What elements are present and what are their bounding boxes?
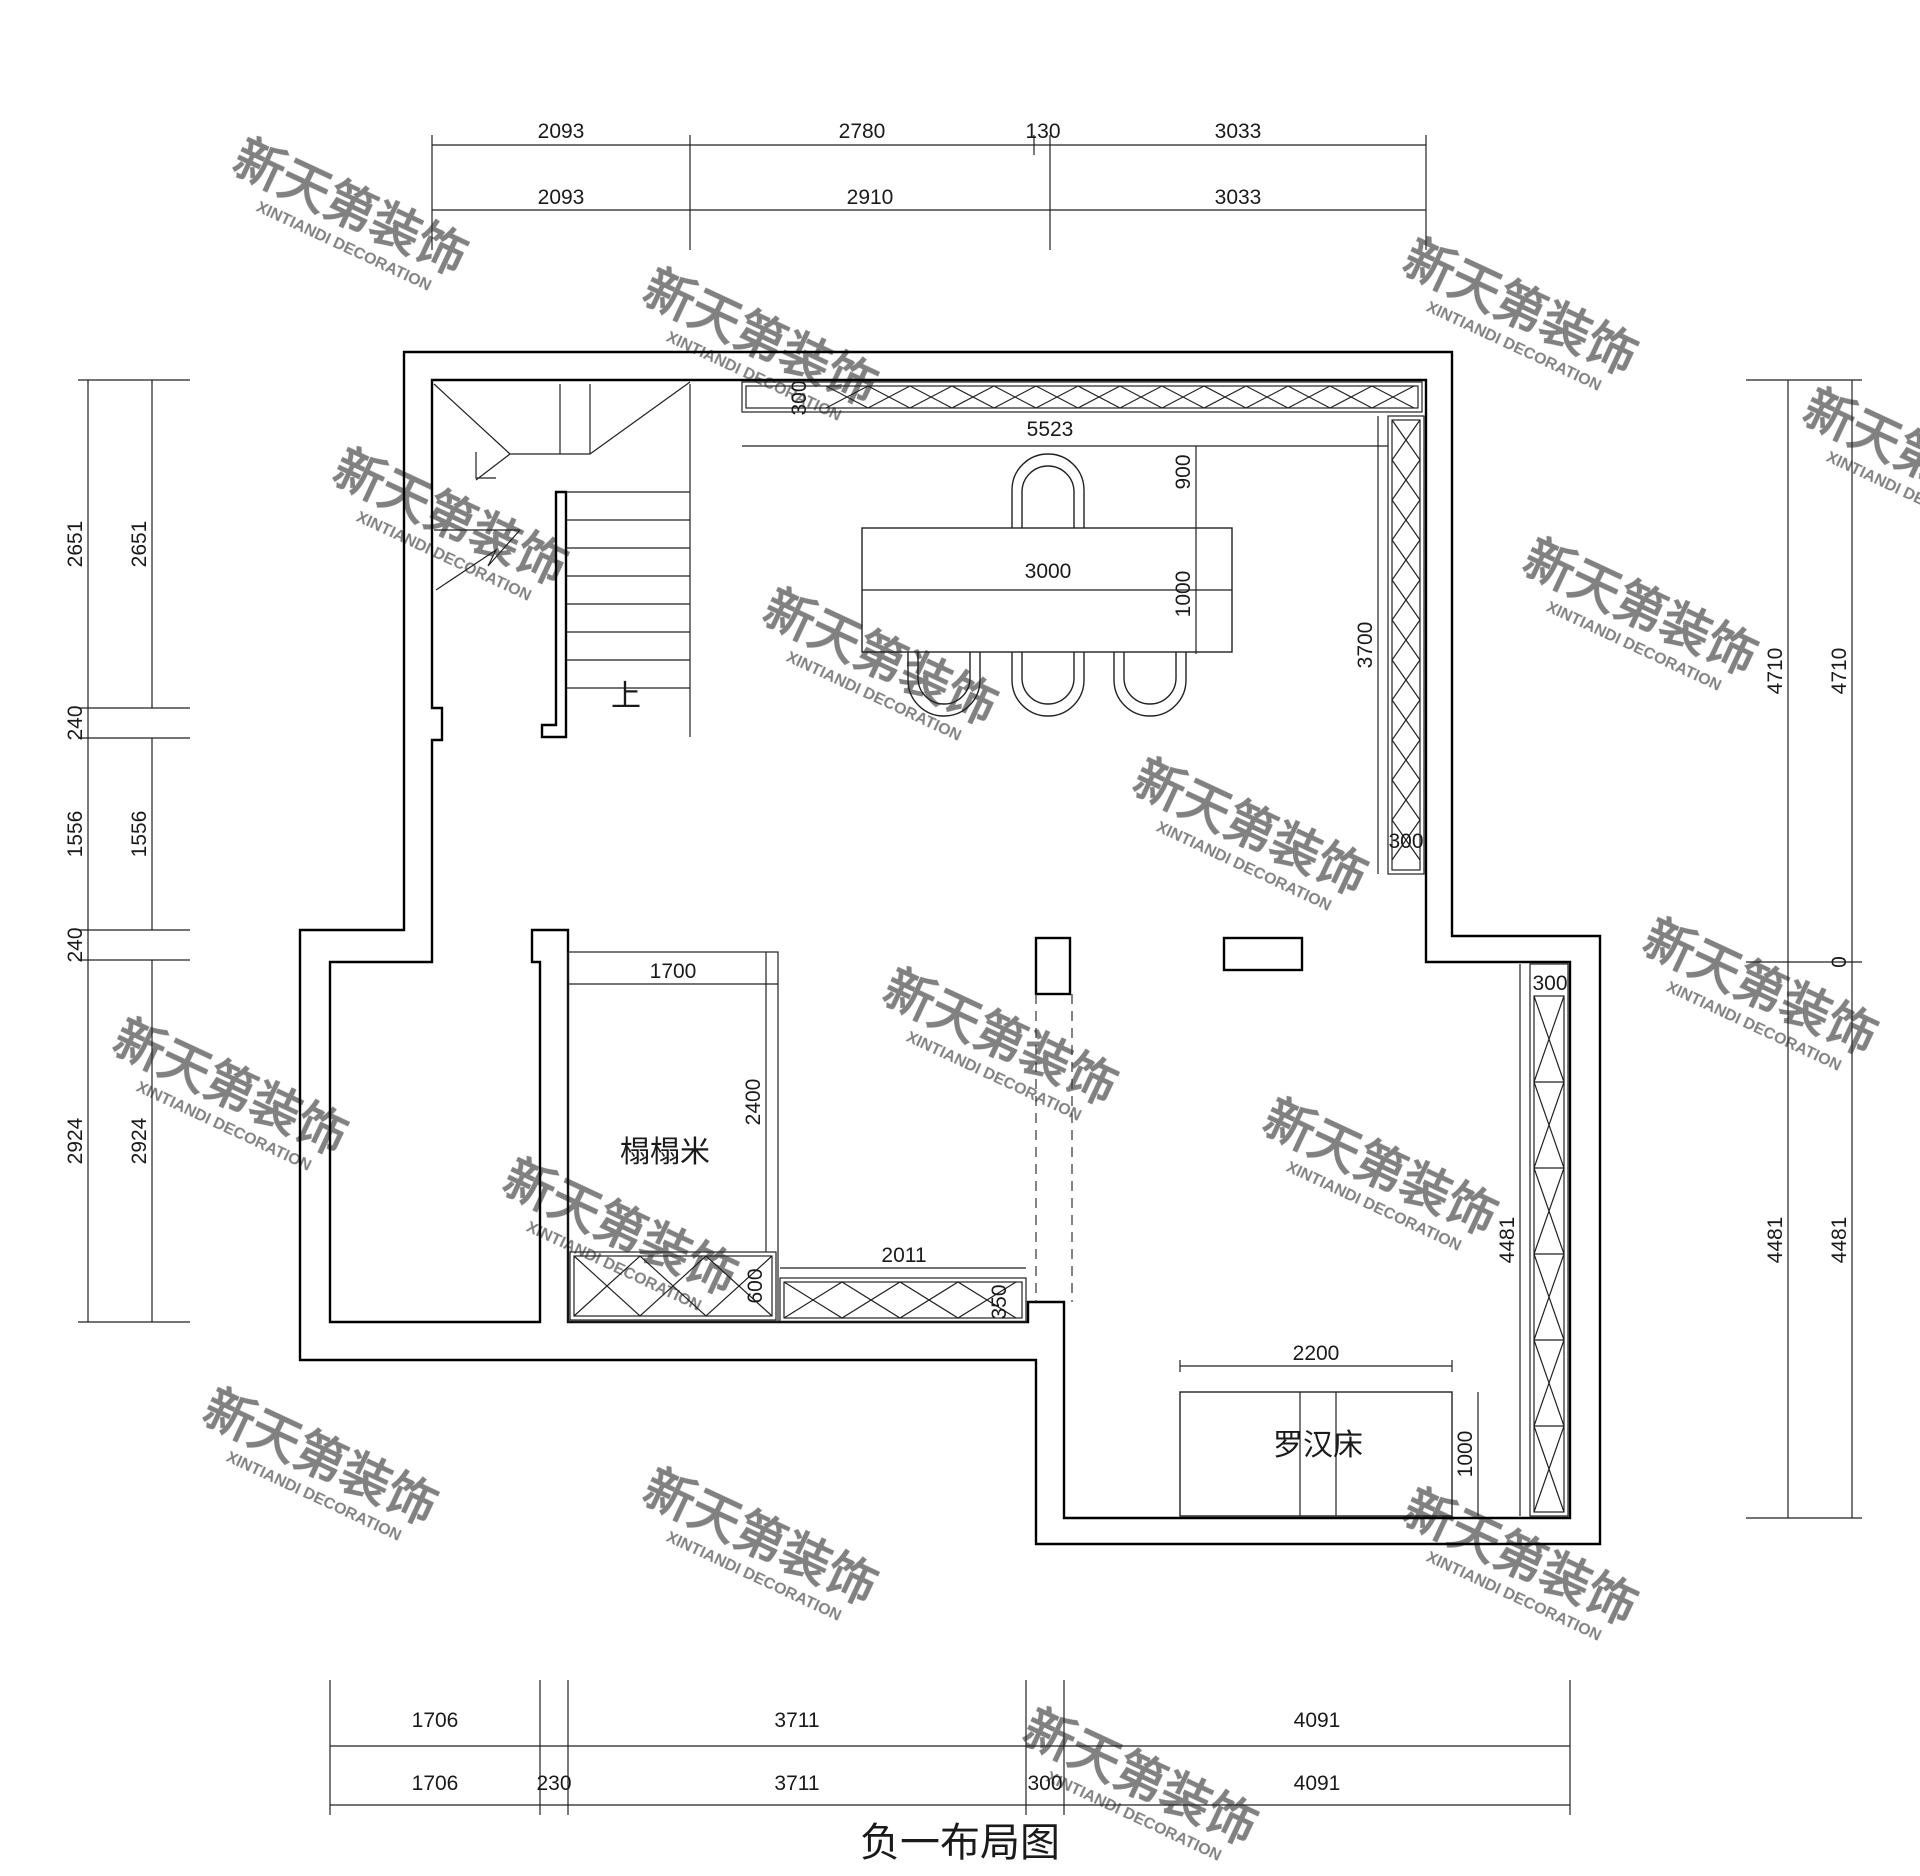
- page-title: 负一布局图: [860, 1821, 1060, 1865]
- dim-bottom2-4: 300: [1027, 1772, 1062, 1795]
- stair-wall: [540, 490, 568, 739]
- dim-cabinet-600: 600: [744, 1268, 767, 1303]
- dim-top2-3: 3033: [1215, 186, 1262, 209]
- dim-table-length: 3000: [1025, 560, 1072, 583]
- walls: [298, 350, 1602, 1546]
- dining-set: 900 3000 1000: [861, 446, 1233, 717]
- dim-lower-cabinet-depth: 300: [1532, 972, 1567, 995]
- luohan-bed: 2200 1000 罗汉床: [1179, 1342, 1479, 1517]
- watermark: 新天第装饰 XINTIANDI DECORATION: [495, 1149, 745, 1315]
- inner-wall-main: [328, 378, 1572, 1520]
- watermark: 新天第装饰 XINTIANDI DECORATION: [1795, 379, 1920, 545]
- dim-lower-cabinet-length: 4481: [1496, 1217, 1519, 1264]
- watermark: 新天第装饰 XINTIANDI DECORATION: [635, 259, 885, 425]
- chair-bottom-1: [907, 652, 981, 717]
- watermark: 新天第装饰 XINTIANDI DECORATION: [325, 439, 575, 605]
- room-luohan-bed: 罗汉床: [1273, 1429, 1363, 1462]
- dim-bottom-3: 4091: [1294, 1709, 1341, 1732]
- top-dimension-chain: 2093 2780 130 3033 2093 2910 3033: [431, 120, 1427, 250]
- dim-bottom2-3: 3711: [774, 1772, 819, 1795]
- dim-left-4: 240: [64, 927, 87, 962]
- dim-right-2: 0: [1828, 956, 1851, 968]
- staircase: 上: [433, 381, 691, 737]
- watermark: 新天第装饰 XINTIANDI DECORATION: [195, 1379, 445, 1545]
- dim-left2-1: 2651: [128, 521, 151, 568]
- outer-wall: [298, 350, 1602, 1546]
- dim-bottom2-5: 4091: [1294, 1772, 1341, 1795]
- top-cabinet: 300 5523: [741, 380, 1423, 447]
- watermark: 新天第装饰 XINTIANDI DECORATION: [1515, 529, 1765, 695]
- dim-top-2: 2780: [839, 120, 886, 143]
- dim-right-3: 4481: [1764, 1217, 1787, 1264]
- dim-top-4: 3033: [1215, 120, 1262, 143]
- dim-top-3: 130: [1025, 120, 1060, 143]
- tatami-area: 1700 2400 榻榻米 600: [567, 951, 779, 1323]
- room-tatami: 榻榻米: [620, 1136, 710, 1169]
- dim-top2-2: 2910: [847, 186, 894, 209]
- watermark: 新天第装饰 XINTIANDI DECORATION: [755, 579, 1005, 745]
- dim-low-cabinet-length: 2011: [881, 1244, 926, 1267]
- left-dimension-chain: 2651 240 1556 240 2924 2651 1556 2924: [64, 379, 190, 1323]
- dim-top2-1: 2093: [538, 186, 585, 209]
- dim-bottom2-2: 230: [536, 1772, 571, 1795]
- chair-top: [1011, 453, 1085, 528]
- watermark: 新天第装饰 XINTIANDI DECORATION: [635, 1459, 885, 1625]
- dim-tatami-length: 2400: [742, 1079, 765, 1126]
- stair-up-label: 上: [611, 680, 641, 713]
- right-upper-cabinet: 3700 300: [1354, 415, 1425, 875]
- dim-left-5: 2924: [64, 1117, 87, 1164]
- dim-table-clearance: 900: [1172, 454, 1195, 489]
- bottom-dimension-chain: 1706 3711 4091 1706 230 3711 300 4091: [329, 1680, 1571, 1815]
- dim-left2-3: 2924: [128, 1117, 151, 1164]
- dim-tatami-width: 1700: [650, 960, 697, 983]
- watermark: 新天第装饰 XINTIANDI DECORATION: [1635, 909, 1885, 1075]
- dim-right2-2: 4481: [1828, 1217, 1851, 1264]
- watermark: 新天第装饰 XINTIANDI DECORATION: [225, 129, 475, 295]
- right-dimension-chain: 4710 0 4481 4710 4481: [1746, 379, 1862, 1519]
- low-cabinet: 2011 350: [779, 1244, 1027, 1323]
- dim-top-cabinet-depth: 300: [788, 380, 811, 415]
- watermark: 新天第装饰 XINTIANDI DECORATION: [1125, 749, 1375, 915]
- watermark: 新天第装饰 XINTIANDI DECORATION: [1395, 1479, 1645, 1645]
- dim-bottom-2: 3711: [774, 1709, 819, 1732]
- dim-left-2: 240: [64, 705, 87, 740]
- dim-right-1: 4710: [1764, 648, 1787, 695]
- watermark: 新天第装饰 XINTIANDI DECORATION: [1395, 229, 1645, 395]
- watermark: 新天第装饰 XINTIANDI DECORATION: [1255, 1089, 1505, 1255]
- dim-left2-2: 1556: [128, 811, 151, 858]
- dim-bottom-1: 1706: [412, 1709, 459, 1732]
- watermark-brand: 新天第装饰: [1795, 379, 1920, 535]
- chair-bottom-2: [1011, 652, 1085, 717]
- dim-top-1: 2093: [538, 120, 585, 143]
- dim-right-cabinet-length: 3700: [1354, 622, 1377, 669]
- column-right: [1222, 936, 1304, 972]
- dim-right2-1: 4710: [1828, 648, 1851, 695]
- dim-left-3: 1556: [64, 811, 87, 858]
- dim-right-cabinet-depth: 300: [1388, 830, 1423, 853]
- watermark: 新天第装饰 XINTIANDI DECORATION: [875, 959, 1125, 1125]
- dim-table-width: 1000: [1172, 571, 1195, 618]
- dim-left-1: 2651: [64, 521, 87, 568]
- watermark-layer: 新天第装饰 XINTIANDI DECORATION 新天第装饰 XINTIAN…: [105, 129, 1920, 1865]
- dim-bed-width: 1000: [1454, 1431, 1477, 1478]
- dim-top-cabinet-length: 5523: [1027, 418, 1074, 441]
- dim-low-cabinet-depth: 350: [988, 1284, 1011, 1319]
- dim-bottom2-1: 1706: [412, 1772, 459, 1795]
- right-lower-cabinet: 300 4481: [1496, 963, 1569, 1517]
- column-left: [1034, 936, 1072, 996]
- chair-bottom-3: [1113, 652, 1187, 717]
- dashed-beam: [1035, 994, 1073, 1302]
- dim-bed-length: 2200: [1293, 1342, 1340, 1365]
